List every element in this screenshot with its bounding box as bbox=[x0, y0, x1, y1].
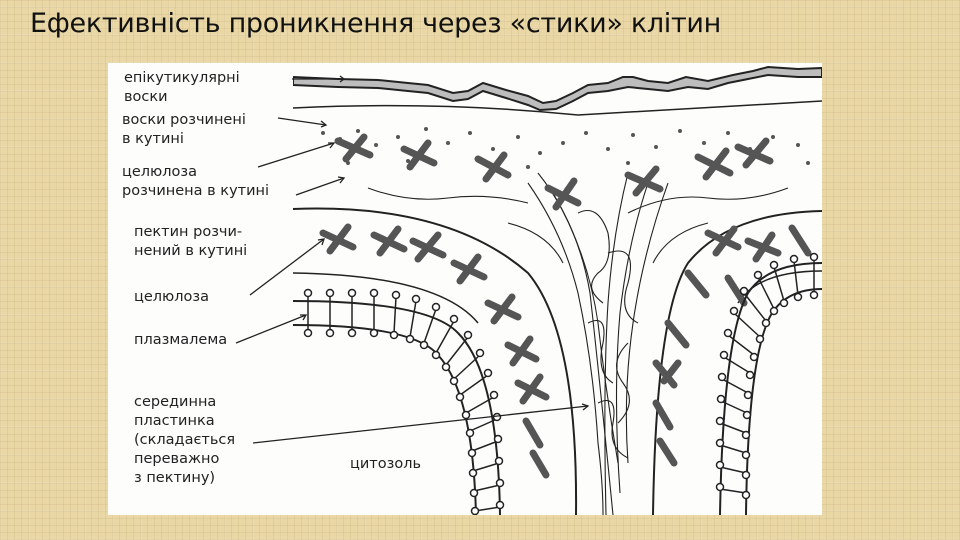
label-cellulose-in-cutin: целюлоза розчинена в кутині bbox=[122, 163, 269, 201]
label-middle-lamella: серединна пластинка (складається переваж… bbox=[134, 393, 235, 488]
label-cellulose-in-cutin-line1: целюлоза bbox=[122, 164, 197, 180]
cell-junction-diagram bbox=[235, 65, 822, 515]
slide-title: Ефективність проникнення через «стики» к… bbox=[30, 8, 722, 39]
label-leader-lines bbox=[235, 75, 590, 444]
label-middle-lamella-line4: переважно bbox=[134, 451, 220, 467]
label-middle-lamella-line1: серединна bbox=[134, 394, 217, 410]
pectin-molecules bbox=[319, 133, 812, 479]
plasmalemma-left bbox=[293, 288, 505, 515]
cell-wall-boundary-left bbox=[293, 207, 578, 515]
cell-wall-boundary-right bbox=[652, 210, 822, 515]
label-middle-lamella-line3: (складається bbox=[134, 432, 236, 448]
label-pectin-in-cutin-line1: пектин розчи- bbox=[134, 224, 243, 240]
label-waxes-in-cutin-line1: воски розчинені bbox=[122, 112, 246, 128]
label-waxes-in-cutin: воски розчинені в кутині bbox=[122, 111, 246, 149]
middle-lamella-fibrils bbox=[367, 172, 789, 515]
label-middle-lamella-line5: з пектину) bbox=[134, 470, 216, 486]
label-epicuticular-waxes-line1: епікутикулярні bbox=[124, 70, 240, 86]
plasmalemma-right bbox=[715, 252, 822, 515]
cuticle-boundary-line bbox=[293, 100, 822, 116]
label-epicuticular-waxes-line2: воски bbox=[124, 89, 168, 105]
inner-wall-left bbox=[293, 272, 479, 324]
label-middle-lamella-line2: пластинка bbox=[134, 413, 215, 429]
label-cellulose-in-cutin-line2: розчинена в кутині bbox=[122, 183, 270, 199]
diagram-panel: епікутикулярні воски воски розчинені в к… bbox=[108, 63, 822, 515]
epicuticular-wax-layer bbox=[293, 65, 822, 112]
label-cellulose: целюлоза bbox=[134, 289, 209, 305]
label-epicuticular-waxes: епікутикулярні воски bbox=[124, 69, 240, 107]
label-waxes-in-cutin-line2: в кутині bbox=[122, 131, 184, 147]
label-plasmalemma: плазмалема bbox=[134, 332, 228, 348]
label-pectin-in-cutin: пектин розчи- нений в кутині bbox=[134, 223, 247, 261]
label-pectin-in-cutin-line2: нений в кутині bbox=[134, 243, 248, 259]
label-cytosol: цитозоль bbox=[350, 456, 422, 472]
